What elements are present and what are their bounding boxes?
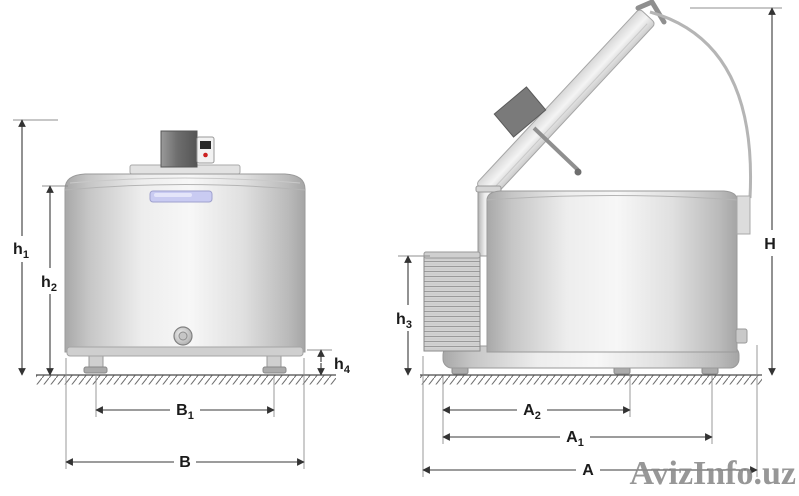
dimension-b: B [65,358,305,471]
dim-b-label: B [179,454,191,471]
condenser-top-cap [423,251,481,259]
dimension-h3: h3 [396,255,430,376]
watermark-text: AvizInfo.uz [629,455,796,492]
open-lid [477,9,655,198]
side-outlet [735,328,748,344]
dimension-a: A [422,345,758,479]
dimension-h4: h4 [307,349,351,376]
dimension-a1: A1 [442,376,713,449]
dimension-h2: h2 [41,185,68,376]
indicator-light [203,152,208,158]
tank-body-side [486,190,738,353]
tank-side-rim [486,195,738,201]
condenser-unit [423,255,481,352]
dim-a1-label: A1 [566,429,584,449]
tank-top-lip [69,177,301,184]
lid-support-rod [532,126,580,172]
control-unit [196,136,215,164]
lid-hinge-rail [736,195,751,235]
control-display [200,141,211,149]
ground-left [36,374,336,385]
front-view-tank [64,130,306,374]
rod-hinge [574,168,582,176]
agitator-motor [160,130,198,168]
pipe-cap [475,185,502,193]
tank-body-front [64,173,306,353]
dim-h3-label: h3 [396,311,412,331]
dimension-b1: B1 [95,376,275,422]
tank-leg-left [83,354,108,374]
dimension-H: H [690,7,782,376]
lid-far-edge-rail [649,10,753,199]
tank-base-ring [66,346,304,357]
outlet-valve-cap [178,331,188,341]
dim-h4-label: h4 [334,356,351,376]
ground-hatch-left [36,375,336,385]
lid-agitator-block [493,86,547,138]
display-strip-highlight [154,193,192,197]
side-view-tank [423,0,753,375]
tank-leg-right [262,354,287,374]
dimension-a2: A2 [442,376,631,444]
dim-a2-label: A2 [523,402,541,422]
dimension-h1: h1 [13,119,58,376]
dim-b1-label: B1 [176,402,194,422]
dim-a-label: A [582,462,594,479]
dim-H-label: H [764,236,776,253]
ground-right [420,374,762,385]
ground-hatch-right [420,375,762,385]
dim-h1-label: h1 [13,241,29,261]
dim-h2-label: h2 [41,274,57,294]
tank-top-rim [64,184,306,191]
